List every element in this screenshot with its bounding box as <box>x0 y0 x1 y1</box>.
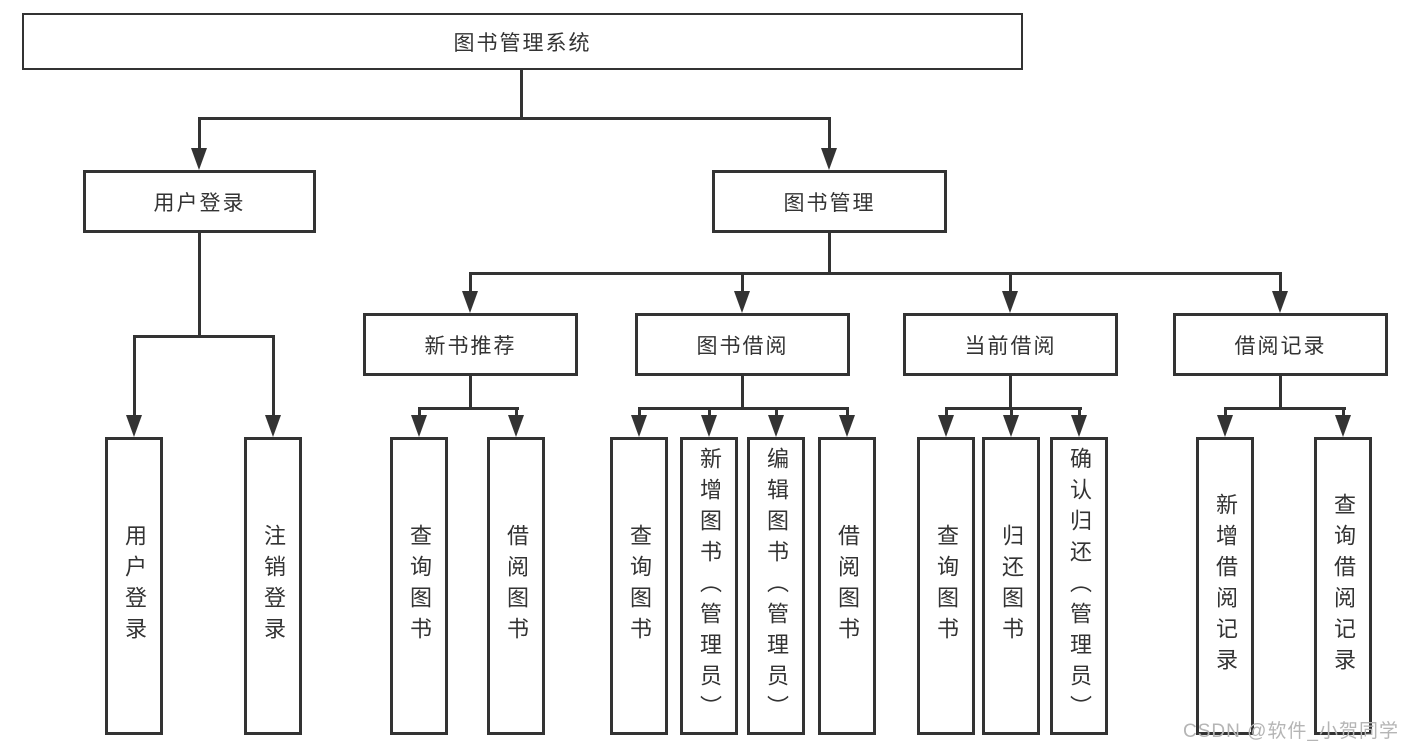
node-label: 借阅图书 <box>504 524 529 648</box>
connector-line <box>1223 407 1227 417</box>
leaf-borrow-books-borrowing: 借阅图书 <box>818 437 876 735</box>
node-label: 用户登录 <box>153 191 246 215</box>
connector-line <box>740 272 744 293</box>
connector-line <box>944 407 1082 410</box>
connector-line <box>707 407 711 417</box>
connector-line <box>1077 407 1081 417</box>
arrow-down-icon <box>1335 415 1351 437</box>
node-label: 查询图书 <box>627 524 652 648</box>
node-label: 图书管理系统 <box>453 31 592 55</box>
node-new-book-recommendation: 新书推荐 <box>363 313 578 376</box>
leaf-query-books-recommend: 查询图书 <box>390 437 448 735</box>
connector-line <box>197 117 831 120</box>
leaf-query-borrow-record: 查询借阅记录 <box>1314 437 1372 735</box>
node-label: 编辑图书（管理员） <box>764 446 789 726</box>
node-book-borrowing: 图书借阅 <box>635 313 850 376</box>
arrow-down-icon <box>1272 291 1288 313</box>
arrow-down-icon <box>701 415 717 437</box>
leaf-edit-books-admin: 编辑图书（管理员） <box>747 437 805 735</box>
node-current-borrowing: 当前借阅 <box>903 313 1118 376</box>
leaf-add-borrow-record: 新增借阅记录 <box>1196 437 1254 735</box>
connector-line <box>1278 272 1282 293</box>
arrow-down-icon <box>839 415 855 437</box>
connector-line <box>1341 407 1345 417</box>
arrow-down-icon <box>191 148 207 170</box>
arrow-down-icon <box>938 415 954 437</box>
connector-line <box>637 407 849 410</box>
node-label: 借阅记录 <box>1234 334 1327 358</box>
arrow-down-icon <box>734 291 750 313</box>
connector-line <box>1009 407 1013 417</box>
node-label: 注销登录 <box>261 524 286 648</box>
node-label: 用户登录 <box>122 524 147 648</box>
arrow-down-icon <box>1217 415 1233 437</box>
connector-line <box>417 407 421 417</box>
connector-line <box>740 376 744 409</box>
connector-line <box>468 272 1282 275</box>
node-label: 图书管理 <box>783 191 876 215</box>
connector-line <box>132 335 275 338</box>
node-label: 借阅图书 <box>835 524 860 648</box>
connector-line <box>468 272 472 293</box>
node-user-login: 用户登录 <box>83 170 316 233</box>
connector-line <box>637 407 641 417</box>
connector-line <box>1008 376 1012 409</box>
arrow-down-icon <box>768 415 784 437</box>
arrow-down-icon <box>1071 415 1087 437</box>
leaf-query-books-borrowing: 查询图书 <box>610 437 668 735</box>
leaf-logout: 注销登录 <box>244 437 302 735</box>
arrow-down-icon <box>1002 291 1018 313</box>
connector-line <box>132 335 136 417</box>
leaf-user-login: 用户登录 <box>105 437 163 735</box>
arrow-down-icon <box>631 415 647 437</box>
leaf-query-books-current: 查询图书 <box>917 437 975 735</box>
connector-line <box>468 376 472 409</box>
arrow-down-icon <box>462 291 478 313</box>
node-borrowing-records: 借阅记录 <box>1173 313 1388 376</box>
node-label: 新增图书（管理员） <box>697 446 722 726</box>
node-label: 确认归还（管理员） <box>1067 446 1092 726</box>
connector-line <box>417 407 519 410</box>
node-label: 新书推荐 <box>424 334 517 358</box>
arrow-down-icon <box>1003 415 1019 437</box>
arrow-down-icon <box>508 415 524 437</box>
leaf-borrow-books-recommend: 借阅图书 <box>487 437 545 735</box>
node-label: 查询图书 <box>934 524 959 648</box>
connector-line <box>197 233 201 337</box>
connector-line <box>1008 272 1012 293</box>
node-library-management-system: 图书管理系统 <box>22 13 1023 70</box>
connector-line <box>774 407 778 417</box>
connector-line <box>514 407 518 417</box>
node-label: 查询借阅记录 <box>1331 493 1356 679</box>
connector-line <box>519 70 523 118</box>
leaf-confirm-return-admin: 确认归还（管理员） <box>1050 437 1108 735</box>
arrow-down-icon <box>126 415 142 437</box>
node-label: 查询图书 <box>407 524 432 648</box>
connector-line <box>845 407 849 417</box>
node-label: 当前借阅 <box>964 334 1057 358</box>
connector-line <box>827 117 831 150</box>
node-book-management: 图书管理 <box>712 170 947 233</box>
arrow-down-icon <box>265 415 281 437</box>
arrow-down-icon <box>411 415 427 437</box>
arrow-down-icon <box>821 148 837 170</box>
csdn-watermark: CSDN @软件_小贺同学 <box>1183 721 1399 742</box>
node-label: 新增借阅记录 <box>1213 493 1238 679</box>
node-label: 图书借阅 <box>696 334 789 358</box>
connector-line <box>1278 376 1282 409</box>
node-label: 归还图书 <box>999 524 1024 648</box>
connector-line <box>271 335 275 417</box>
connector-line <box>1223 407 1346 410</box>
connector-line <box>197 117 201 150</box>
connector-line <box>827 233 831 274</box>
connector-line <box>944 407 948 417</box>
leaf-return-books: 归还图书 <box>982 437 1040 735</box>
leaf-add-books-admin: 新增图书（管理员） <box>680 437 738 735</box>
